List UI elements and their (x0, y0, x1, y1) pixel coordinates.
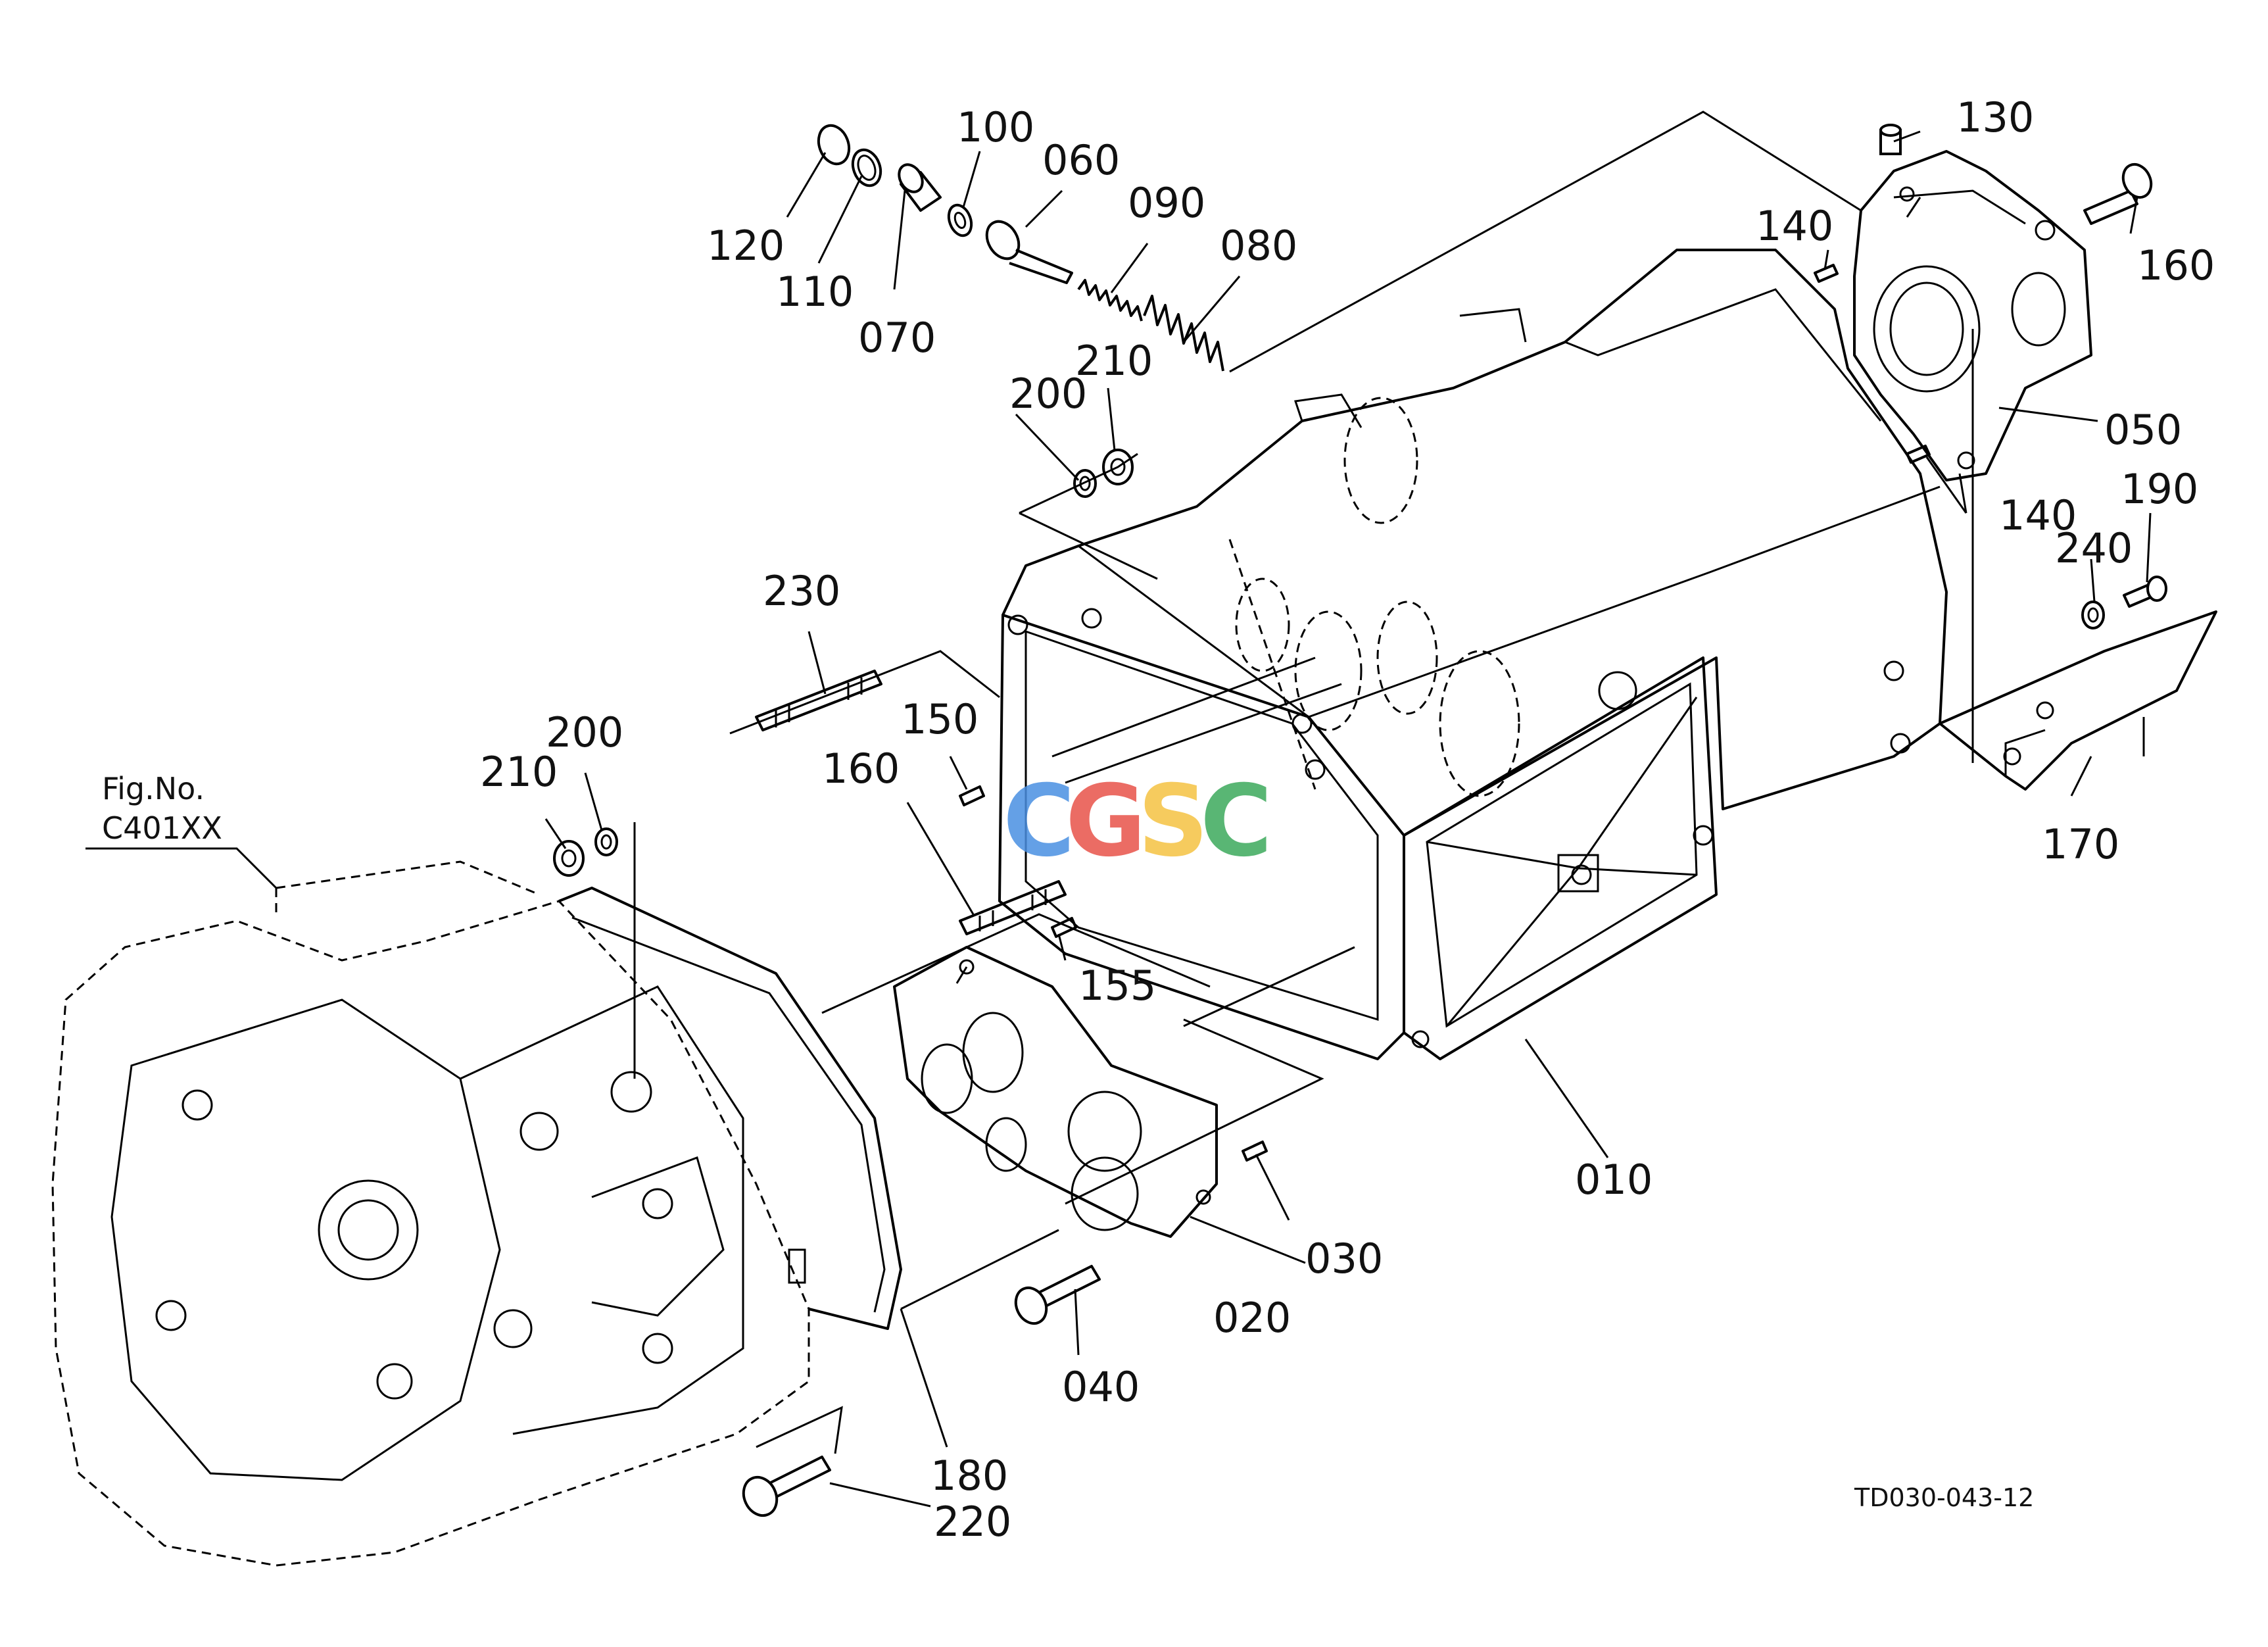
part-label-155: 180 (930, 1452, 1008, 1500)
part-label-090: 090 (1128, 179, 1205, 227)
washer-200-top (1073, 469, 1097, 498)
watermark-letter-c1: C (1003, 764, 1075, 879)
figure-ref-line2: C401XX (102, 810, 222, 846)
part-label-200-left: 200 (546, 708, 623, 756)
transmission-case-010 (998, 249, 1948, 1060)
part-label-210-left: 210 (480, 748, 558, 796)
part-label-020: 020 (1213, 1294, 1291, 1342)
part-label-200-top: 200 (1009, 370, 1087, 418)
bolt-180 (742, 1456, 831, 1517)
part-label-220: 170 (2042, 820, 2119, 868)
pin-160-upper (959, 785, 985, 806)
washer-100 (947, 203, 973, 237)
part-label-230: 190 (2121, 465, 2198, 513)
spring-080 (1143, 295, 1224, 372)
pin-030 (1242, 1141, 1268, 1162)
plunger-060 (985, 220, 1073, 284)
part-label-120: 120 (707, 222, 784, 270)
bearing-case-050 (1853, 150, 2092, 481)
part-label-160-upper: 150 (901, 695, 978, 743)
bolt-150 (2083, 162, 2153, 225)
part-label-060: 060 (1042, 136, 1120, 184)
snap-ring-120 (817, 124, 851, 166)
nut-210-top (1102, 449, 1134, 485)
bolt-230 (2123, 576, 2167, 608)
plug-130 (1879, 124, 1902, 155)
o-ring-110 (851, 148, 882, 187)
cover-plate-220 (1939, 610, 2217, 791)
cover-020 (893, 946, 1218, 1238)
watermark-letter-g: G (1065, 764, 1146, 879)
figure-ref-line1: Fig.No. (102, 771, 205, 806)
part-label-050: 050 (2104, 406, 2182, 454)
watermark-letter-s: S (1138, 764, 1209, 879)
gasket-155 (558, 887, 902, 1330)
part-label-030: 030 (1305, 1235, 1383, 1283)
pin-140-upper (1814, 264, 1839, 283)
part-label-140-upper: 140 (1756, 202, 1833, 250)
part-label-040: 040 (1062, 1363, 1140, 1411)
plug-070 (898, 163, 942, 212)
part-label-070: 070 (858, 314, 936, 362)
washer-200-left (594, 827, 618, 856)
part-label-140-lower: 140 (1999, 491, 2077, 539)
part-label-240: 240 (2055, 524, 2133, 572)
part-label-170: 160 (822, 745, 900, 793)
drawing-code: TD030-043-12 (1854, 1483, 2034, 1512)
nut-210-left (553, 840, 585, 877)
part-label-130: 130 (1956, 93, 2034, 141)
part-labels: 120 110 070 100 060 090 080 200 210 230 … (480, 93, 2215, 1546)
watermark-letter-c2: C (1200, 764, 1272, 879)
part-label-150: 160 (2137, 241, 2215, 289)
watermark: C G S C (1003, 764, 1272, 879)
pin-140-lower (1906, 445, 1931, 464)
part-label-190: 230 (763, 567, 840, 615)
part-label-100: 100 (957, 103, 1034, 151)
leader-lines (85, 111, 2152, 1508)
part-label-210-top: 210 (1075, 337, 1153, 385)
front-housing-reference (51, 860, 810, 1567)
stud-170 (959, 880, 1067, 935)
part-label-010: 010 (1575, 1156, 1653, 1204)
pin-160-lower (1051, 917, 1077, 938)
part-label-180: 220 (934, 1498, 1011, 1546)
spring-090 (1077, 279, 1143, 322)
washer-240 (2081, 601, 2105, 629)
part-label-110: 110 (776, 268, 854, 316)
bolt-040 (1014, 1265, 1101, 1325)
part-label-160-lower: 155 (1078, 962, 1156, 1010)
part-label-080: 080 (1220, 222, 1297, 270)
stud-190 (755, 670, 882, 731)
